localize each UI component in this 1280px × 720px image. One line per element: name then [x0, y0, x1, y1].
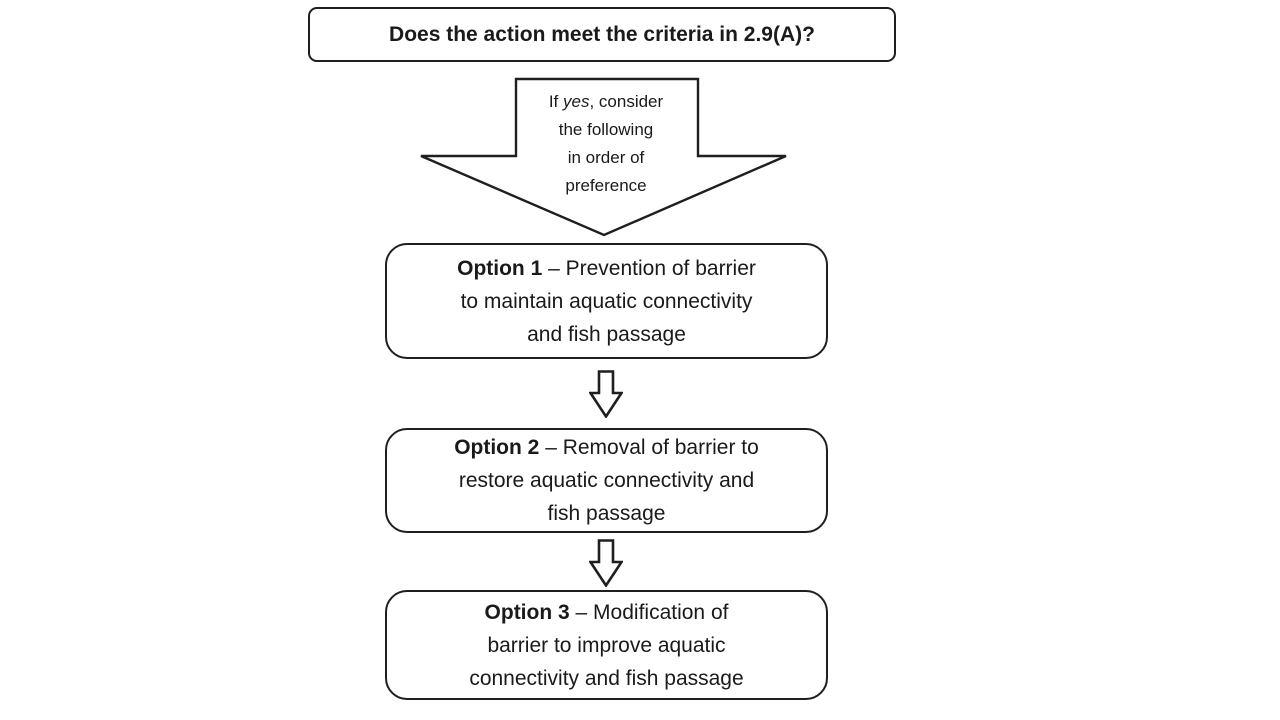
option-1-line3: and fish passage [527, 322, 686, 346]
arrow-label-line4: preference [565, 176, 647, 195]
arrow-label-line1-italic: yes [563, 92, 590, 111]
option-1-line2: to maintain aquatic connectivity [460, 289, 753, 313]
option-2-box: Option 2 – Removal of barrier to restore… [385, 428, 828, 533]
option-3-line3: connectivity and fish passage [469, 666, 744, 690]
option-2-line2: restore aquatic connectivity and [458, 469, 755, 492]
question-text: Does the action meet the criteria in 2.9… [389, 22, 815, 46]
option-1-line1: Option 1 – Prevention of barrier [457, 252, 756, 285]
option-3-line2: barrier to improve aquatic [487, 633, 726, 657]
option-1-line1-rest: – Prevention of barrier [542, 256, 756, 280]
option-2-title: Option 2 [454, 436, 540, 459]
option-2-line1: Option 2 – Removal of barrier to [454, 431, 759, 464]
option-2-line3: fish passage [547, 502, 666, 525]
arrow-label-line1: If yes, consider [496, 88, 716, 116]
option-1-title: Option 1 [457, 256, 543, 280]
big-arrow-label: If yes, consider the following in order … [496, 88, 716, 200]
option-2-line1-rest: – Removal of barrier to [539, 436, 759, 459]
down-arrow-icon [589, 539, 623, 587]
arrow-label-line3: in order of [567, 148, 645, 167]
option-3-title: Option 3 [484, 600, 570, 624]
arrow-label-line2: the following [558, 120, 654, 139]
big-down-arrow-icon [420, 77, 787, 237]
option-3-box: Option 3 – Modification of barrier to im… [385, 590, 828, 700]
down-arrow-icon [589, 370, 623, 418]
question-box: Does the action meet the criteria in 2.9… [308, 7, 896, 62]
option-3-line1-rest: – Modification of [569, 600, 729, 624]
option-1-box: Option 1 – Prevention of barrier to main… [385, 243, 828, 359]
arrow-label-line1-suffix: , consider [589, 92, 664, 111]
arrow-label-line1-prefix: If [548, 92, 563, 111]
option-3-line1: Option 3 – Modification of [485, 596, 729, 629]
